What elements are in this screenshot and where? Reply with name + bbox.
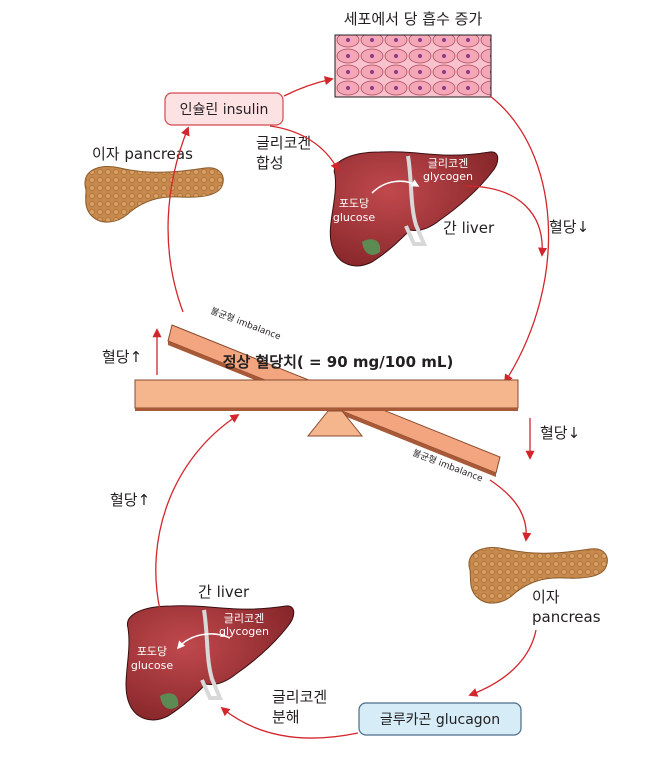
- arrow-label-right-top: 혈당↓: [549, 218, 589, 236]
- arrow-liver-to-board: [155, 413, 240, 611]
- arrow-pancreas-to-glucagon: [468, 629, 537, 697]
- liver-bottom-label: 간 liver: [198, 583, 250, 601]
- normal-glucose-label: 정상 혈당치( = 90 mg/100 mL): [223, 353, 454, 371]
- glycogen-synth-line1: 글리코겐: [256, 134, 311, 152]
- liver-top-glycogen-ko: 글리코겐: [428, 157, 468, 170]
- liver-top-label: 간 liver: [443, 219, 495, 237]
- balance-board: [134, 324, 519, 477]
- arrow-glucagon-to-liver: [220, 706, 359, 739]
- liver-bottom-glucose-ko: 포도당: [137, 645, 167, 658]
- arrow-label-left-mid: 혈당↑: [102, 348, 142, 366]
- arrow-cells-to-board: [489, 95, 550, 384]
- pancreas-top-illustration: [84, 166, 224, 223]
- glucagon-label: 글루카곤 glucagon: [380, 712, 500, 728]
- liver-bottom-glucose-en: glucose: [131, 659, 174, 672]
- liver-top-illustration: [329, 151, 499, 267]
- liver-bottom-glycogen-en: glycogen: [219, 625, 269, 638]
- liver-top-glycogen-en: glycogen: [423, 170, 473, 183]
- pancreas-bottom-line2: pancreas: [532, 608, 601, 626]
- liver-bottom-illustration: [125, 605, 295, 721]
- arrow-label-left-bottom: 혈당↑: [110, 491, 150, 509]
- insulin-box: 인슐린 insulin: [164, 92, 284, 126]
- pancreas-bottom-illustration: [468, 547, 608, 604]
- insulin-label: 인슐린 insulin: [180, 102, 269, 118]
- glucagon-box: 글루카곤 glucagon: [358, 702, 522, 736]
- arrow-pancreas-to-insulin: [167, 126, 190, 313]
- arrow-insulin-to-liver: [269, 125, 339, 172]
- liver-bottom-glycogen-ko: 글리코겐: [224, 612, 264, 625]
- muscle-cells-illustration: [334, 34, 492, 98]
- arrow-label-right-mid: 혈당↓: [540, 424, 580, 442]
- liver-top-glucose-en: glucose: [333, 211, 376, 224]
- liver-top-glucose-ko: 포도당: [339, 197, 369, 210]
- glycogen-synth-line2: 합성: [256, 154, 284, 172]
- imbalance-top-label: 불균형 imbalance: [209, 306, 283, 343]
- glycogen-break-line2: 분해: [272, 708, 300, 726]
- pancreas-top-label: 이자 pancreas: [92, 145, 193, 163]
- pancreas-bottom-line1: 이자: [532, 588, 560, 606]
- arrow-board-to-pancreas: [489, 479, 532, 542]
- glycogen-break-line1: 글리코겐: [272, 688, 327, 706]
- cells-title: 세포에서 당 흡수 증가: [344, 10, 483, 28]
- arrow-insulin-to-cells: [283, 76, 334, 97]
- arrow-liver-to-right: [464, 185, 548, 257]
